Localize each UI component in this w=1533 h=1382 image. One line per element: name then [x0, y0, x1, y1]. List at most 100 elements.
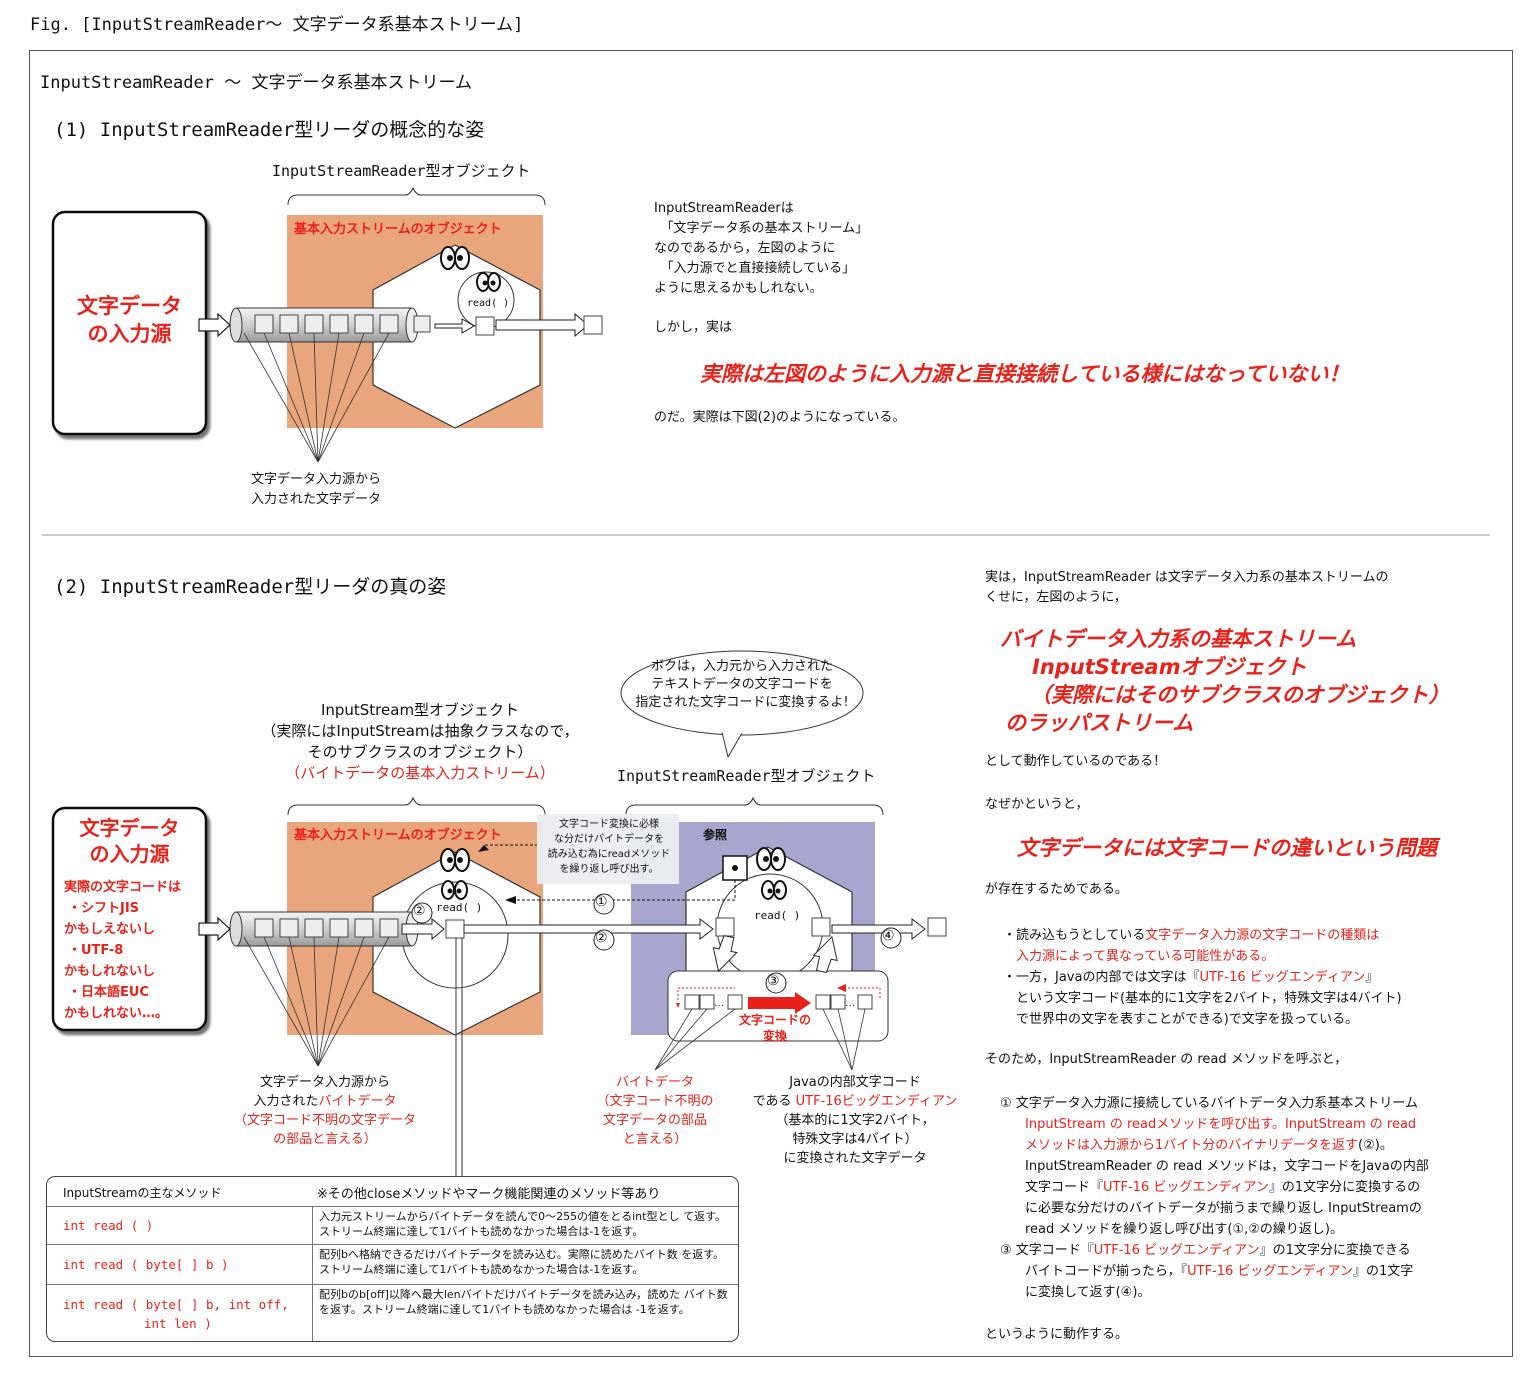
s3a1: ③ 文字コード『	[1000, 1243, 1094, 1258]
inputstream-label-red: （バイトデータの基本入力ストリーム）	[285, 764, 555, 782]
s1-line-5: しかし，実は	[654, 320, 733, 335]
num-4: ④	[882, 928, 895, 944]
method-desc: 配列bへ格納できるだけバイトデータを読み込む。実際に読めたバイト数 を返す。スト…	[319, 1248, 725, 1276]
s1e3: 』の1文字分に変換するの	[1268, 1180, 1421, 1195]
method-row: int read ( byte[ ] b, int off, int len )…	[47, 1284, 738, 1341]
section1-bottom-label-1: 文字データ入力源から	[250, 472, 381, 487]
s1a: ① 文字データ入力源に接続しているバイトデータ入力系基本ストリーム	[1000, 1096, 1419, 1111]
mid-bottom-2: 文字データの部品	[602, 1113, 707, 1128]
right-bottom-2a: である	[752, 1094, 796, 1109]
header-title: InputStreamReader ～ 文字データ系基本ストリーム	[40, 73, 472, 93]
method-sig: int read ( byte[ ] b )	[63, 1257, 229, 1272]
mid-bottom-1: （文字コード不明の	[596, 1094, 714, 1109]
right-bottom-1: Javaの内部文字コード	[789, 1075, 921, 1090]
b2b: UTF-16 ビッグエンディアン	[1199, 970, 1366, 985]
b2c: 』	[1365, 970, 1379, 985]
source-line-1: ・シフトJIS	[68, 901, 140, 916]
ref-label: 参照	[703, 828, 728, 842]
right-big-3: のラッパストリーム	[1005, 711, 1194, 735]
s1-emphasis: 実際は左図のように入力源と直接接続している様にはなっていない！	[700, 362, 1350, 386]
right-p5: そのため，InputStreamReader の read メソッドを呼ぶと，	[985, 1052, 1348, 1067]
box1-label: 基本入力ストリームのオブジェクト	[294, 222, 502, 237]
num-2a: ②	[413, 903, 426, 919]
source-line-6: かもしれない…。	[64, 1006, 169, 1021]
methods-header-left: InputStreamの主なメソッド	[63, 1186, 222, 1200]
b1b: 文字データ入力源の文字コードの種類は	[1145, 928, 1380, 943]
s1-line-3: 「入力源でと直接接続している」	[654, 261, 856, 276]
eyes-1	[440, 246, 501, 292]
method-row: int read ( ) 入力元ストリームからバイトデータを読んで0～255の値…	[47, 1206, 738, 1245]
right-p2: として動作しているのである！	[985, 754, 1167, 769]
right-bottom-2b: UTF-16ビッグエンディアン	[795, 1094, 958, 1109]
source-line-2: かもしえないし	[64, 922, 156, 937]
speech-bubble	[620, 650, 864, 736]
source2-title-1: 文字データ	[79, 816, 180, 840]
read3-label: read( )	[754, 909, 801, 922]
source-line-0: 実際の文字コードは	[64, 880, 182, 895]
read1-label: read( )	[467, 298, 510, 309]
b2e: で世界中の文字を表すことができる)で文字を扱っている。	[1016, 1012, 1359, 1027]
bubble-line-1: テキストデータの文字コードを	[651, 677, 833, 692]
right-p1a: 実は，InputStreamReader は文字データ入力系の基本ストリームの	[985, 570, 1389, 585]
source-line-3: ・UTF-8	[68, 943, 124, 958]
s3b3: 』の1文字	[1353, 1264, 1414, 1279]
method-desc: 入力元ストリームからバイトデータを読んで0～255の値をとるint型とし て返す…	[319, 1210, 726, 1238]
inputstream-label-1: （実際にはInputStreamは抽象クラスなので，	[261, 722, 579, 740]
right-p1b: くせに，左図のように，	[985, 590, 1127, 605]
s1-line-0: InputStreamReaderは	[654, 201, 794, 216]
inputstream-label-0: InputStream型オブジェクト	[320, 701, 520, 719]
bubble-line-2: 指定された文字コードに変換するよ!	[635, 695, 849, 710]
left-bottom-2b: バイトデータ	[318, 1094, 397, 1109]
s1-line-4: ように思えるかもしれない。	[654, 281, 823, 296]
figure-frame	[29, 50, 1513, 1357]
section2-heading: (2) InputStreamReader型リーダの真の姿	[54, 576, 447, 598]
inputstream-label-2: そのサブクラスのオブジェクト）	[307, 743, 533, 761]
isr-object-label: InputStreamReader型オブジェクト	[617, 767, 876, 785]
mid-bottom-0: バイトデータ	[615, 1075, 694, 1090]
right-p3: なぜかというと，	[985, 797, 1089, 812]
s3a2: UTF-16 ビッグエンディアン	[1093, 1243, 1260, 1258]
section1-bottom-label-2: 入力された文字データ	[250, 492, 381, 507]
s3c: に変換して返す(④)。	[1025, 1285, 1151, 1300]
section1-object-label: InputStreamReader型オブジェクト	[272, 162, 531, 180]
right-big-2: （実際にはそのサブクラスのオブジェクト）	[1030, 683, 1450, 707]
right-bottom-4: 特殊文字は4バイト）	[792, 1132, 918, 1147]
right-end: というように動作する。	[985, 1327, 1129, 1342]
svg-text:…: …	[845, 998, 855, 1009]
b1a: ・読み込もうとしている	[1003, 928, 1146, 943]
b2a: ・一方，Javaの内部では文字は『	[1003, 970, 1200, 985]
section1-heading: (1) InputStreamReader型リーダの概念的な姿	[54, 119, 485, 141]
method-sig: int read ( )	[63, 1218, 154, 1233]
s3a3: 』の1文字分に変換できる	[1259, 1243, 1411, 1258]
s1c: メソッドは入力源から1バイト分のバイナリデータを返す	[1025, 1138, 1359, 1153]
box2-label: 基本入力ストリームのオブジェクト	[294, 828, 502, 843]
convert-label-2: 変換	[762, 1029, 787, 1043]
source-line-4: かもしれないし	[64, 964, 156, 979]
s1d: InputStreamReader の read メソッドは，文字コードをJav…	[1025, 1159, 1429, 1174]
left-bottom-4: の部品と言える）	[273, 1132, 377, 1147]
right-big-0: バイトデータ入力系の基本ストリーム	[1000, 627, 1357, 651]
source1-label-1: 文字データ	[77, 294, 182, 318]
note-line-3: を繰り返し呼び出す。	[559, 864, 659, 875]
s1-closing: のだ。実際は下図(2)のようになっている。	[654, 410, 906, 425]
source-line-5: ・日本語EUC	[68, 985, 149, 1000]
num-3: ③	[767, 973, 780, 989]
s1b: InputStream の readメソッドを呼び出す。InputStream …	[1025, 1117, 1417, 1132]
convert-label-1: 文字コードの	[738, 1013, 811, 1027]
s1c2: (②)。	[1358, 1138, 1393, 1153]
s1e2: UTF-16 ビッグエンディアン	[1103, 1180, 1269, 1195]
num-1: ①	[595, 894, 608, 910]
left-bottom-1: 文字データ入力源から	[259, 1075, 390, 1090]
methods-table: InputStreamの主なメソッド ※その他closeメソッドやマーク機能関連…	[46, 1176, 739, 1342]
s1-line-1: 「文字データ系の基本ストリーム」	[654, 221, 869, 236]
s3b2: UTF-16 ビッグエンディアン	[1187, 1264, 1353, 1279]
right-bottom-5: に変換された文字データ	[783, 1151, 927, 1166]
b2d: という文字コード(基本的に1文字を2バイト，特殊文字は4バイト)	[1016, 991, 1402, 1006]
methods-header-right: ※その他closeメソッドやマーク機能関連のメソッド等あり	[317, 1187, 661, 1202]
s1g: read メソッドを繰り返し呼び出す(①,②の繰り返し)。	[1025, 1222, 1343, 1237]
b1c: 入力源によって異なっている可能性がある。	[1016, 949, 1275, 964]
s3b1: バイトコードが揃ったら，『	[1025, 1264, 1188, 1279]
note-line-2: 読み込む為にreadメソッド	[547, 849, 671, 860]
right-big2: 文字データには文字コードの違いという問題	[1017, 836, 1437, 860]
